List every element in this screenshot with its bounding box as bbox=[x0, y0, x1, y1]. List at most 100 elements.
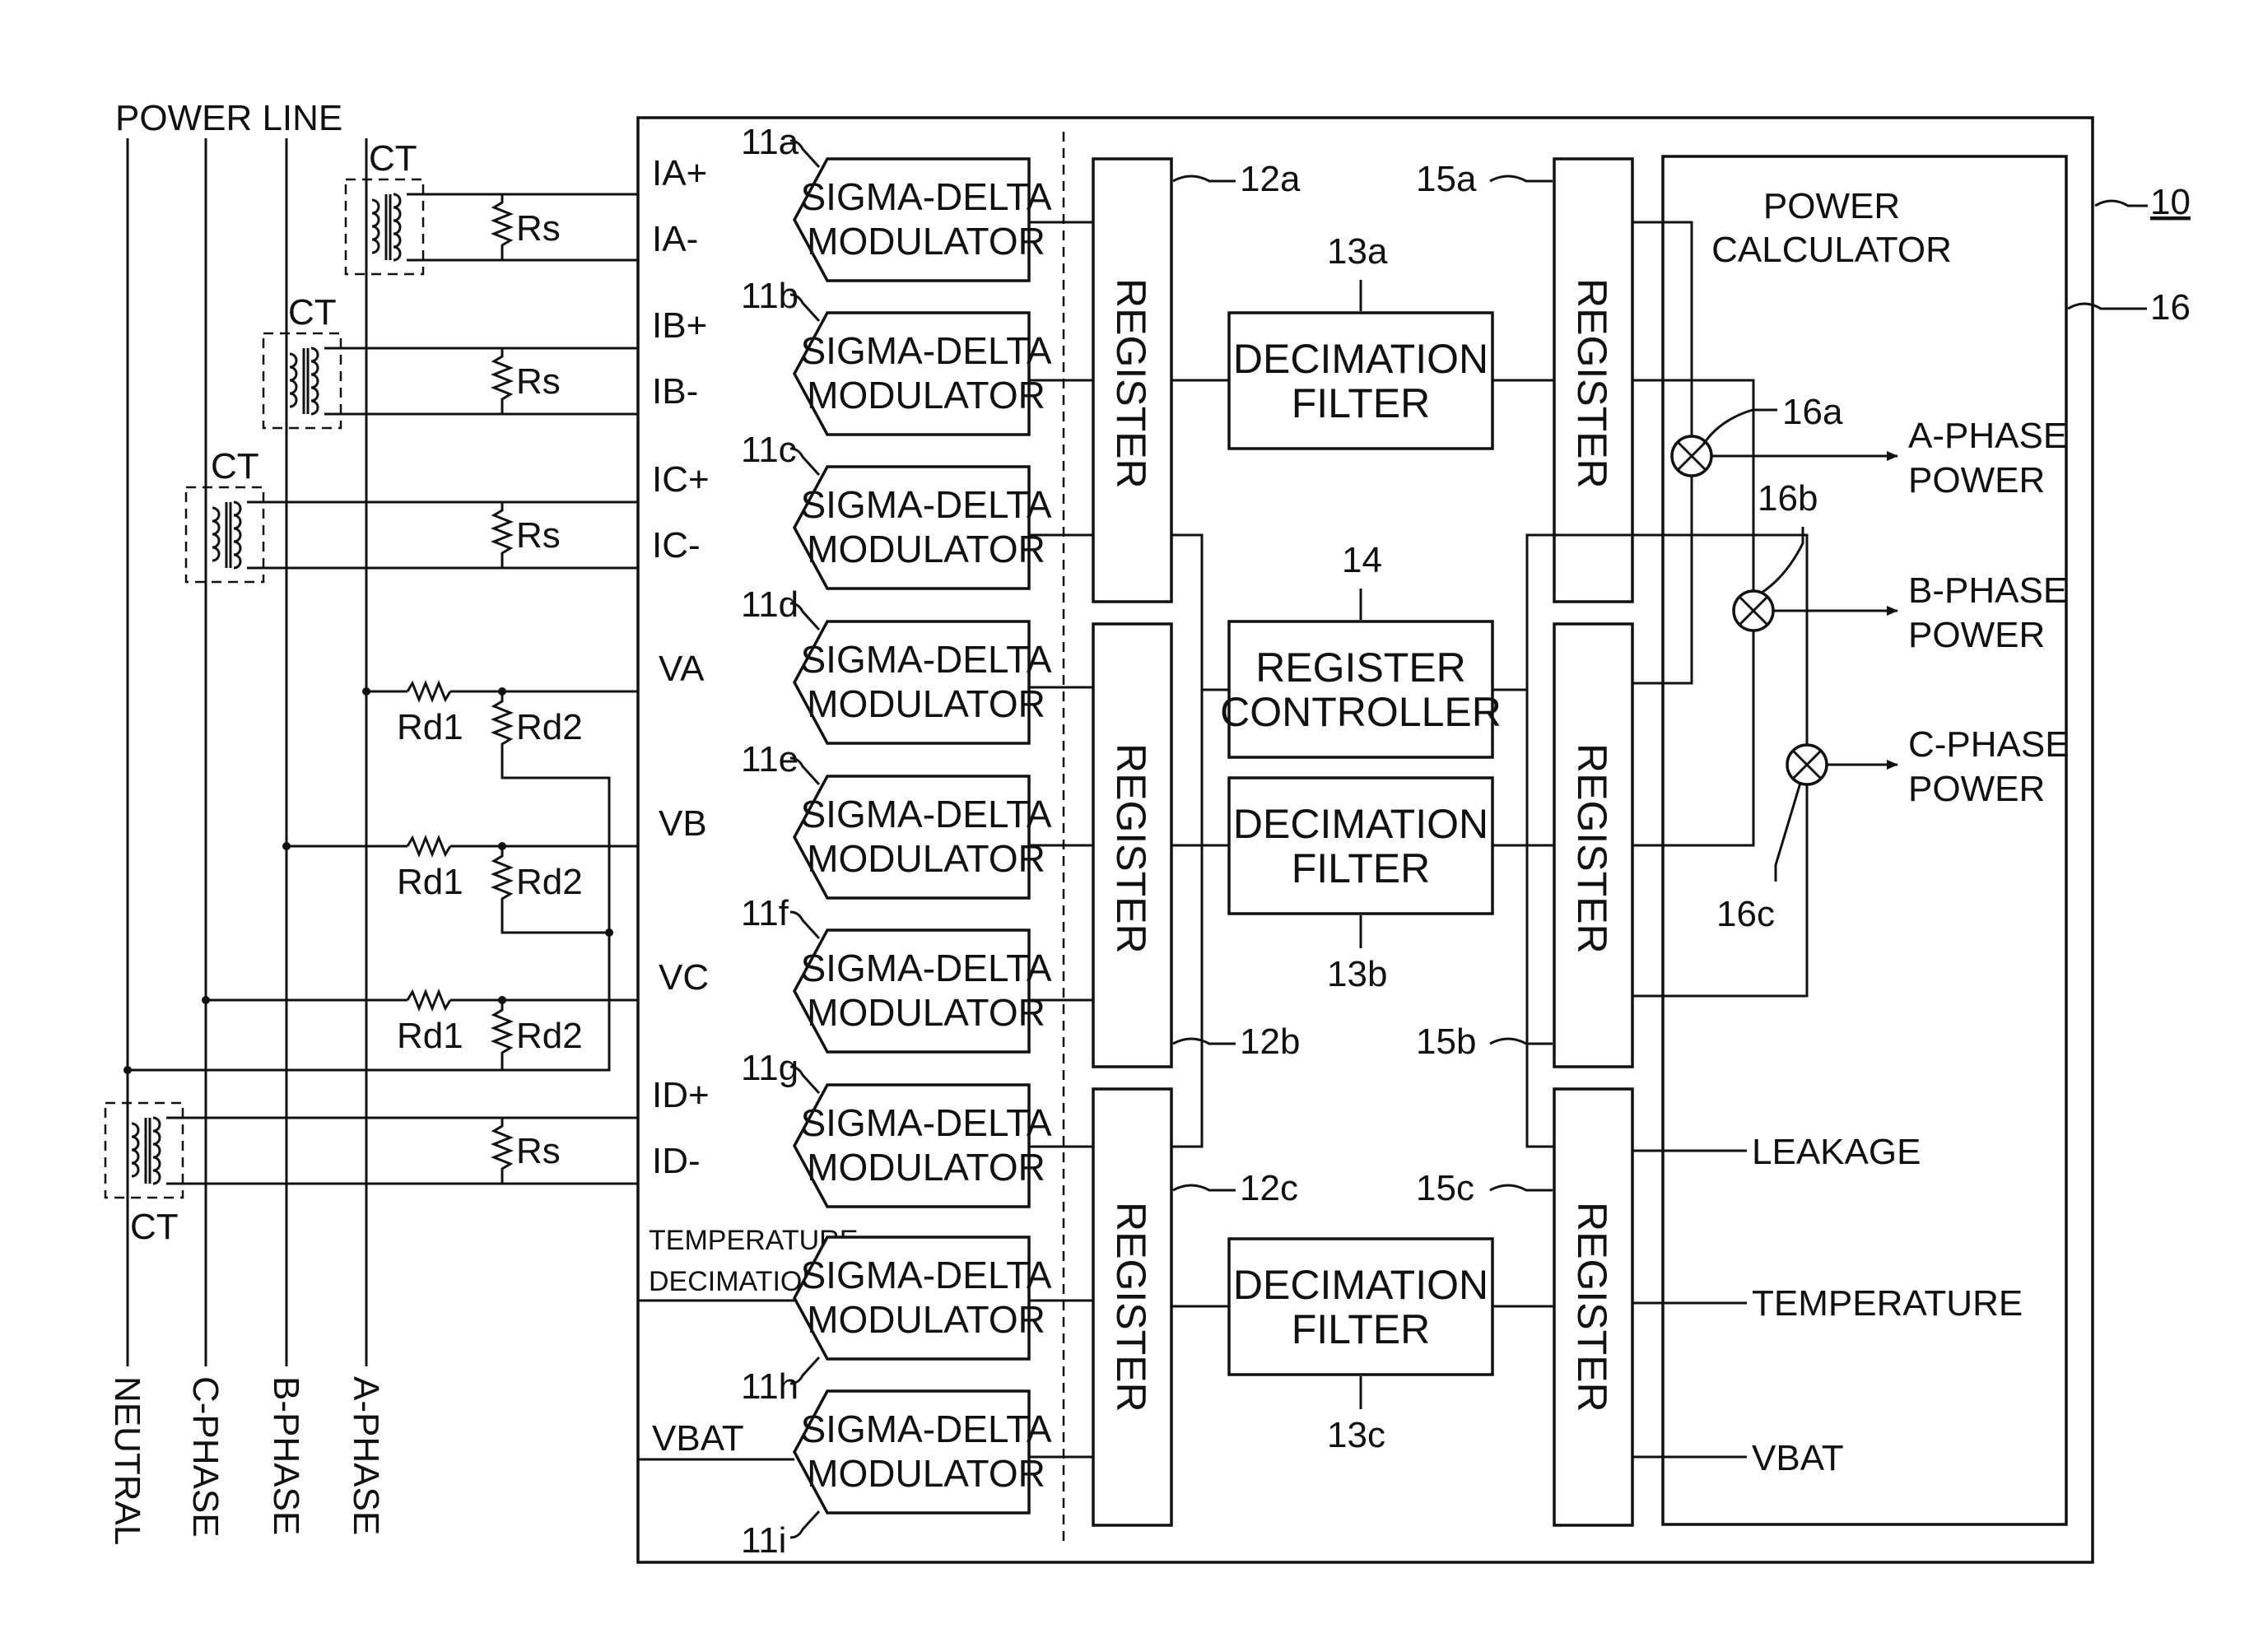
ct-c-label: CT bbox=[211, 446, 259, 486]
id-minus-label: ID- bbox=[652, 1141, 701, 1181]
neutral-label: NEUTRAL bbox=[107, 1376, 147, 1545]
ct-n: CT bbox=[105, 1103, 183, 1247]
register-15a-label: REGISTER bbox=[1569, 278, 1615, 489]
modulator-ref: 11b bbox=[741, 276, 799, 316]
modulator-line1: SIGMA-DELTA bbox=[801, 1408, 1052, 1450]
register-12b-label: REGISTER bbox=[1108, 743, 1154, 954]
register-15c: REGISTER bbox=[1554, 1089, 1632, 1525]
ic-plus-label: IC+ bbox=[652, 459, 710, 500]
register-controller-14: REGISTER CONTROLLER bbox=[1220, 621, 1502, 757]
modulator-line2: MODULATOR bbox=[807, 682, 1045, 725]
filter-13b-line1: DECIMATION bbox=[1233, 801, 1488, 847]
register-12c: REGISTER bbox=[1093, 1089, 1171, 1525]
controller-line1: REGISTER bbox=[1255, 645, 1466, 691]
register-15b-label: REGISTER bbox=[1569, 743, 1615, 954]
a-phase-label: A-PHASE bbox=[346, 1376, 386, 1535]
ref-15c: 15c bbox=[1416, 1168, 1474, 1208]
ia-minus-label: IA- bbox=[652, 219, 698, 259]
power-line-label: POWER LINE bbox=[115, 98, 342, 138]
ref-13a: 13a bbox=[1327, 231, 1388, 272]
multipliers: A-PHASEPOWER16aB-PHASEPOWER16bC-PHASEPOW… bbox=[1672, 392, 2070, 934]
calculator-line1: POWER bbox=[1763, 186, 1900, 226]
register-15c-label: REGISTER bbox=[1569, 1202, 1615, 1412]
rd1-c-label: Rd1 bbox=[397, 1016, 463, 1056]
modulator-ref: 11g bbox=[741, 1048, 799, 1088]
ref-13c: 13c bbox=[1327, 1415, 1385, 1455]
register-15b: REGISTER bbox=[1554, 624, 1632, 1067]
decimation-filter-13a: DECIMATION FILTER bbox=[1229, 313, 1492, 449]
rd2-c-label: Rd2 bbox=[516, 1016, 583, 1056]
modulator-line2: MODULATOR bbox=[807, 991, 1045, 1034]
chip-outputs: LEAKAGE TEMPERATURE VBAT bbox=[1632, 1132, 2023, 1478]
controller-line2: CONTROLLER bbox=[1220, 689, 1502, 735]
sigma-delta-modulator-11c: SIGMA-DELTAMODULATOR11c bbox=[741, 430, 1093, 589]
sigma-delta-modulator-11g: SIGMA-DELTAMODULATOR11g bbox=[741, 1048, 1093, 1207]
va-label: VA bbox=[659, 649, 705, 689]
modulator-ref: 11f bbox=[741, 893, 789, 933]
phase-labels: NEUTRAL C-PHASE B-PHASE A-PHASE bbox=[107, 1376, 386, 1545]
vb-label: VB bbox=[659, 803, 707, 844]
rd2-a-label: Rd2 bbox=[516, 707, 583, 747]
sigma-delta-modulator-11a: SIGMA-DELTAMODULATOR11a bbox=[741, 122, 1093, 281]
ct-n-label: CT bbox=[130, 1207, 179, 1247]
multiplier-16a: A-PHASEPOWER 16a bbox=[1672, 392, 2067, 500]
ref-12c: 12c bbox=[1240, 1168, 1298, 1208]
modulator-ref: 11e bbox=[741, 739, 799, 779]
ct-b: CT bbox=[263, 292, 341, 428]
phase-power-label-1: B-PHASE bbox=[1908, 570, 2067, 611]
register-12a: REGISTER bbox=[1093, 159, 1171, 602]
sigma-delta-modulator-11d: SIGMA-DELTAMODULATOR 11d bbox=[741, 584, 1093, 743]
vbat-output-label: VBAT bbox=[1752, 1438, 1844, 1478]
modulator-ref: 11d bbox=[741, 584, 799, 625]
sigma-delta-modulator-11h: SIGMA-DELTAMODULATOR11h bbox=[741, 1237, 1093, 1407]
phase-power-label-1: A-PHASE bbox=[1908, 416, 2067, 456]
ref-14: 14 bbox=[1342, 540, 1382, 580]
modulator-ref: 11c bbox=[741, 430, 797, 470]
filter-13c-line2: FILTER bbox=[1292, 1306, 1431, 1352]
sigma-delta-modulator-11b: SIGMA-DELTAMODULATOR11b bbox=[741, 276, 1093, 435]
ct-a-label: CT bbox=[369, 138, 417, 179]
filter-13b-line2: FILTER bbox=[1292, 845, 1431, 891]
ref-13b: 13b bbox=[1327, 954, 1387, 994]
multiplier-ref: 16a bbox=[1782, 392, 1843, 432]
sigma-delta-modulators: SIGMA-DELTAMODULATOR11aSIGMA-DELTAMODULA… bbox=[741, 122, 1093, 1561]
phase-power-label-2: POWER bbox=[1908, 460, 2045, 500]
ct-a: CT bbox=[346, 138, 423, 274]
ref-12a: 12a bbox=[1240, 159, 1301, 199]
ref-15a: 15a bbox=[1416, 159, 1477, 199]
multiplier-16b: B-PHASEPOWER 16b bbox=[1734, 478, 2067, 655]
rd1-a-label: Rd1 bbox=[397, 707, 463, 747]
ct-c: CT bbox=[186, 446, 263, 582]
phase-power-label-2: POWER bbox=[1908, 615, 2045, 655]
rs-a-label: Rs bbox=[516, 208, 561, 249]
register-12c-label: REGISTER bbox=[1108, 1202, 1154, 1412]
temperature-output-label: TEMPERATURE bbox=[1752, 1283, 2023, 1324]
modulator-line2: MODULATOR bbox=[807, 837, 1045, 880]
modulator-ref: 11h bbox=[741, 1366, 799, 1407]
modulator-line1: SIGMA-DELTA bbox=[801, 638, 1052, 681]
modulator-line1: SIGMA-DELTA bbox=[801, 947, 1052, 989]
calculator-line2: CALCULATOR bbox=[1711, 230, 1952, 270]
phase-power-label-1: C-PHASE bbox=[1908, 724, 2070, 765]
ref-16-label: 16 bbox=[2150, 287, 2191, 328]
sigma-delta-modulator-11e: SIGMA-DELTAMODULATOR11e bbox=[741, 739, 1093, 898]
modulator-line1: SIGMA-DELTA bbox=[801, 1254, 1052, 1296]
multiplier-ref: 16b bbox=[1758, 478, 1818, 519]
filter-13a-line1: DECIMATION bbox=[1233, 336, 1488, 382]
filter-13c-line1: DECIMATION bbox=[1233, 1262, 1488, 1308]
register-12b: REGISTER bbox=[1093, 624, 1171, 1067]
id-plus-label: ID+ bbox=[652, 1075, 710, 1115]
rs-c-label: Rs bbox=[516, 515, 561, 556]
modulator-line2: MODULATOR bbox=[807, 1298, 1045, 1341]
b-phase-label: B-PHASE bbox=[266, 1376, 306, 1535]
multiplier-ref: 16c bbox=[1716, 894, 1775, 934]
ib-minus-label: IB- bbox=[652, 371, 698, 412]
modulator-line1: SIGMA-DELTA bbox=[801, 1101, 1052, 1144]
vbat-input-label: VBAT bbox=[652, 1418, 744, 1459]
ic-minus-label: IC- bbox=[652, 525, 701, 565]
modulator-line2: MODULATOR bbox=[807, 1452, 1045, 1495]
c-phase-label: C-PHASE bbox=[185, 1376, 226, 1538]
multiplier-16c: C-PHASEPOWER16c bbox=[1716, 724, 2070, 934]
ref-15b: 15b bbox=[1416, 1021, 1476, 1062]
modulator-line2: MODULATOR bbox=[807, 374, 1045, 416]
